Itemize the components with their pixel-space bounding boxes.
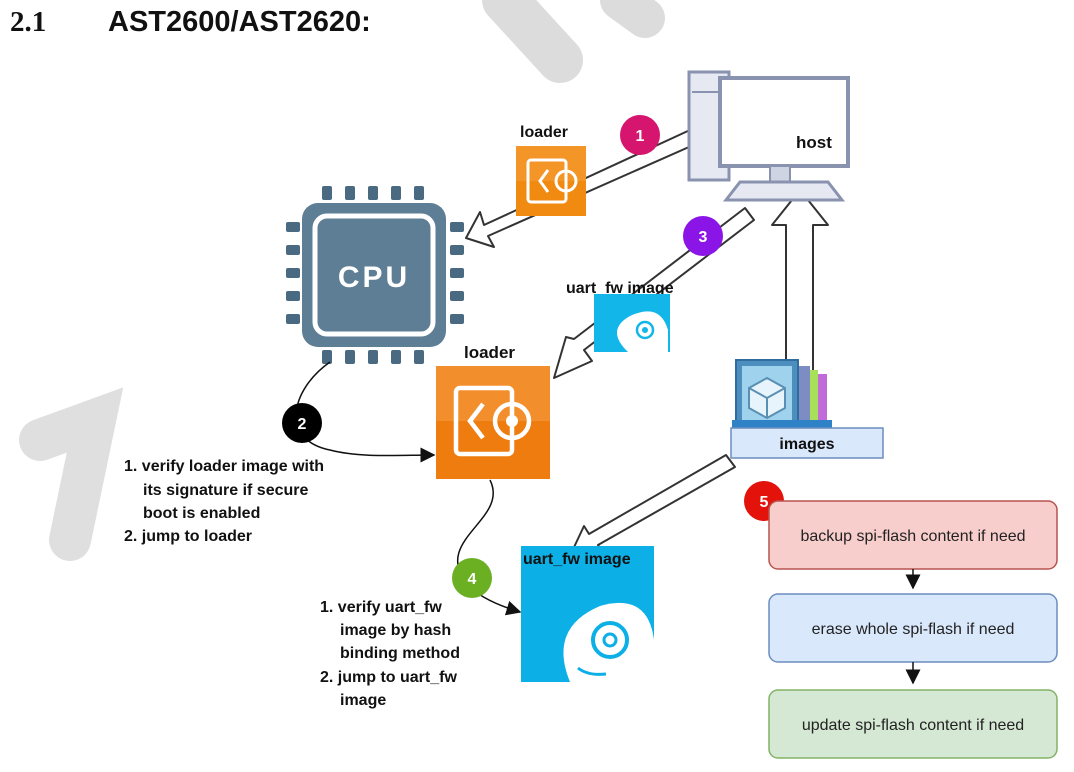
note-line: 1. verify uart_fw [320,599,442,616]
loader-code-gear-icon [436,366,550,479]
note-line: 2. jump to loader [124,528,252,545]
note-line: boot is enabled [143,505,260,522]
desktop-computer-icon [687,70,850,202]
images-label: images [779,436,834,453]
step4-notes: 1. verify uart_fw image by hash binding … [320,599,460,709]
flow-box-text: backup spi-flash content if need [800,528,1025,545]
svg-text:2: 2 [298,416,307,433]
section-heading: 2.1 AST2600/AST2620: [10,6,371,39]
firmware-disk-icon [521,546,654,682]
note-line: 2. jump to uart_fw [320,669,457,686]
uart-fw-mid-label: uart_fw image [566,280,674,297]
step2-notes: 1. verify loader image with its signatur… [124,458,324,545]
loader-top-label: loader [520,124,568,141]
loader-code-gear-icon [516,146,586,216]
svg-text:1: 1 [636,128,645,145]
arrow-cpu-to-loader [295,361,436,463]
svg-text:3: 3 [699,229,708,246]
svg-text:4: 4 [468,571,477,588]
cpu-label: CPU [338,261,410,294]
note-line: image [340,692,386,709]
loader-main-label: loader [464,343,515,362]
note-line: image by hash [340,622,451,639]
note-line: binding method [340,645,460,662]
firmware-disk-icon [594,294,670,352]
flow-box-text: update spi-flash content if need [802,717,1024,734]
note-line: its signature if secure [143,482,308,499]
uart-fw-main-label: uart_fw image [523,551,631,568]
section-number: 2.1 [10,6,47,38]
host-label: host [796,133,832,152]
section-title: AST2600/AST2620: [108,6,371,38]
spi-flash-flow: backup spi-flash content if need erase w… [768,500,1058,759]
flow-box-text: erase whole spi-flash if need [812,621,1015,638]
watermark [19,0,665,561]
images-archive-icon [732,359,832,428]
svg-text:5: 5 [760,494,769,511]
step-badge-2: 2 [282,403,322,443]
step-badge-1: 1 [620,115,660,155]
hollow-arrow-images-to-host [771,189,829,385]
step-badge-3: 3 [683,216,723,256]
flow-box-update [768,689,1058,759]
hollow-arrow-images-to-uart [567,454,736,561]
note-line: 1. verify loader image with [124,458,324,475]
images-label-box [730,427,884,459]
step-badge-4: 4 [452,558,492,598]
cpu-chip-icon [286,186,464,364]
